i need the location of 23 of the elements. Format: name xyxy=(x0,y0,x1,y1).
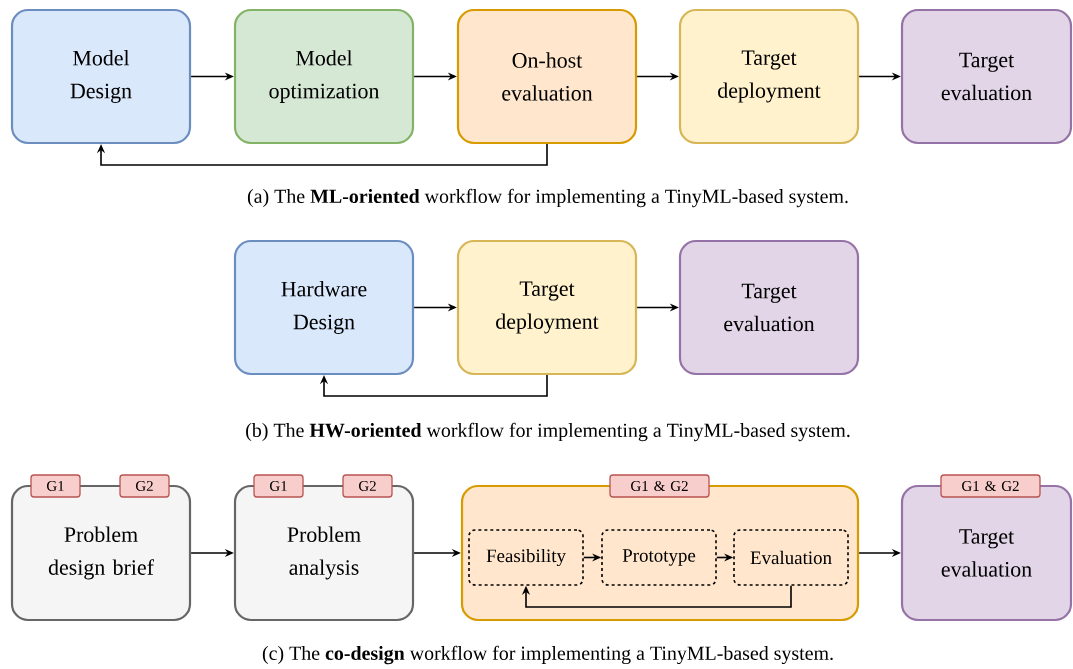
arrow xyxy=(521,585,792,608)
caption: (c) The co-design workflow for implementing a TinyML-based system. xyxy=(262,645,833,665)
tag-badge: G2 xyxy=(342,474,393,498)
process-box: Target evaluation xyxy=(900,8,1073,145)
caption: (a) The ML-oriented workflow for implementing a TinyML-based system. xyxy=(247,188,848,208)
dashed-step-box: Feasibility xyxy=(468,529,584,586)
tag-badge: G1 xyxy=(30,474,81,498)
process-box: On-host evaluation xyxy=(456,8,638,145)
tag-badge: G1 & G2 xyxy=(609,474,710,498)
process-box: Target evaluation xyxy=(678,239,860,376)
arrow xyxy=(319,374,548,397)
process-box: Model optimization xyxy=(233,8,415,145)
caption: (b) The HW-oriented workflow for implementing a TinyML-based system. xyxy=(246,422,850,442)
dashed-step-box: Prototype xyxy=(601,529,717,586)
tag-badge: G1 xyxy=(253,474,304,498)
process-box: Hardware Design xyxy=(233,239,415,376)
tag-badge: G1 & G2 xyxy=(940,474,1041,498)
arrow xyxy=(96,143,548,166)
tag-badge: G2 xyxy=(119,474,170,498)
dashed-step-box: Evaluation xyxy=(733,529,849,586)
process-box: Model Design xyxy=(10,8,192,145)
process-box: Target deployment xyxy=(456,239,638,376)
process-box: Target deployment xyxy=(678,8,860,145)
